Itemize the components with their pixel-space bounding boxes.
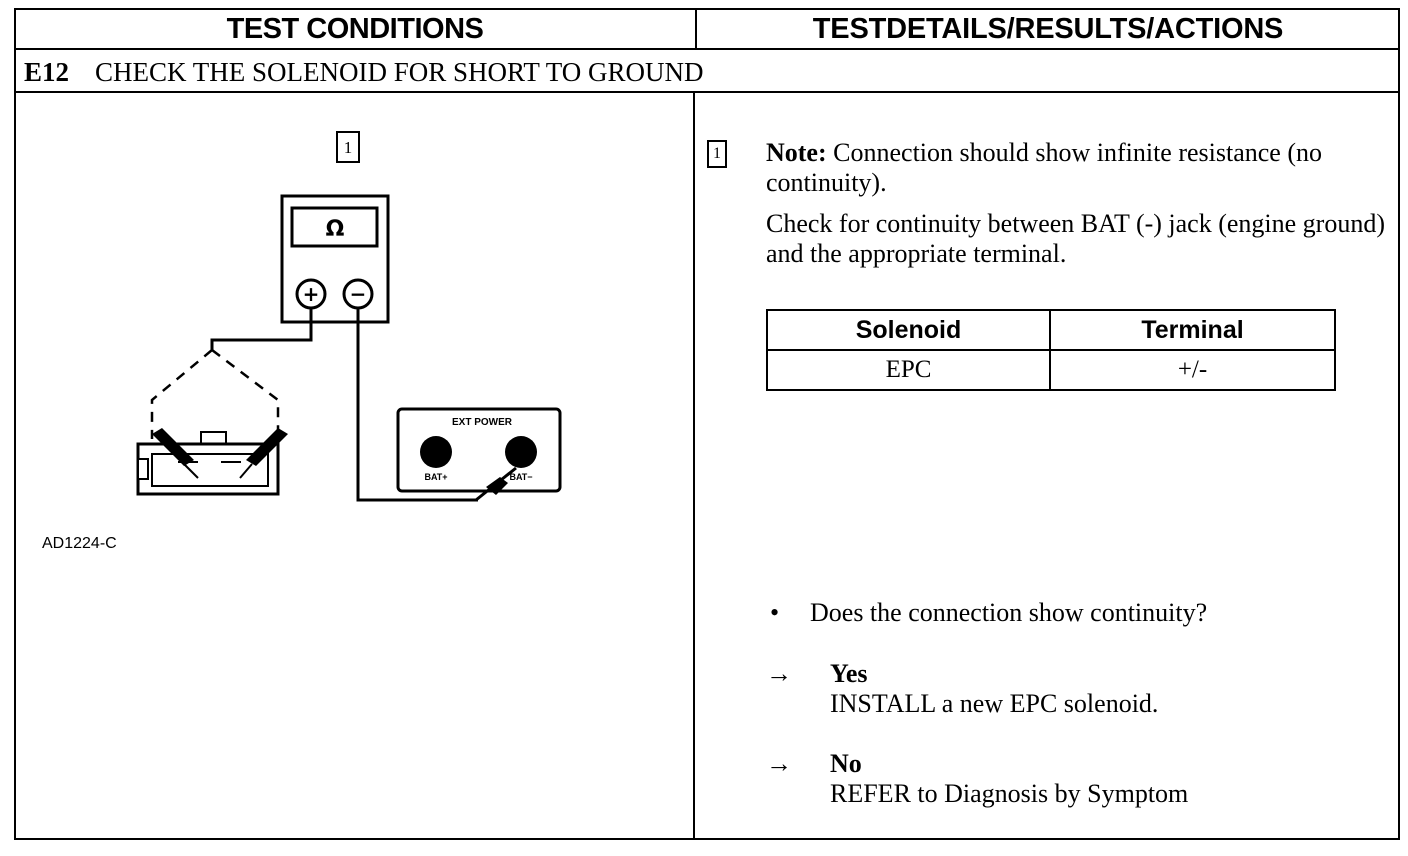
answer-no-action: REFER to Diagnosis by Symptom (830, 779, 1189, 808)
ohm-symbol: Ω (326, 217, 345, 242)
table-header-row: Solenoid Terminal (766, 309, 1336, 351)
solenoid-connector-icon (136, 428, 288, 496)
ext-power-unit-icon: EXT POWER BAT+ BAT− (396, 407, 562, 502)
details-step-marker: 1 (707, 140, 727, 168)
question-row: • Does the connection show continuity? (770, 597, 1207, 629)
answer-no-label: No (830, 749, 862, 778)
table-header-terminal: Terminal (1049, 309, 1336, 351)
note-text: Connection should show infinite resistan… (766, 138, 1322, 197)
solenoid-terminal-table: Solenoid Terminal EPC +/- (766, 309, 1336, 391)
instruction-text: Check for continuity between BAT (-) jac… (766, 209, 1385, 268)
jumper-dashed-leads (150, 349, 280, 439)
bullet-icon: • (770, 598, 780, 627)
plus-terminal-symbol: + (303, 282, 320, 306)
answer-no: → No REFER to Diagnosis by Symptom (766, 749, 1188, 809)
header-test-conditions: TEST CONDITIONS (226, 13, 484, 45)
answer-yes-action: INSTALL a new EPC solenoid. (830, 689, 1159, 718)
note-paragraph: Note: Connection should show infinite re… (766, 138, 1386, 198)
table-header-solenoid: Solenoid (766, 309, 1051, 351)
arrow-right-icon: → (766, 749, 792, 778)
question-text: Does the connection show continuity? (810, 598, 1208, 627)
diagram-step-marker: 1 (336, 131, 360, 163)
header-column-divider (695, 8, 697, 49)
svg-text:1: 1 (344, 138, 353, 157)
figure-id: AD1224-C (42, 535, 117, 552)
bat-plus-label: BAT+ (424, 472, 447, 482)
table-cell-solenoid: EPC (766, 349, 1051, 391)
ext-power-label: EXT POWER (452, 417, 513, 428)
minus-terminal-symbol: − (350, 282, 367, 306)
arrow-right-icon: → (766, 659, 792, 688)
step-code: E12 (24, 57, 70, 87)
answer-yes-label: Yes (830, 659, 868, 688)
body-column-divider (693, 91, 695, 840)
step-title: CHECK THE SOLENOID FOR SHORT TO GROUND (95, 57, 704, 87)
note-label: Note: (766, 138, 827, 167)
test-leads (210, 308, 478, 502)
table-cell-terminal: +/- (1049, 349, 1336, 391)
bat-minus-label: BAT− (509, 472, 532, 482)
answer-yes: → Yes INSTALL a new EPC solenoid. (766, 659, 1158, 719)
procedure-frame (14, 8, 1400, 840)
ohmmeter-icon: Ω + − (280, 194, 390, 324)
step-title-divider (14, 91, 1400, 93)
ohmmeter-wiring-diagram: 1 Ω + − EXT POWER BAT+ BA (136, 131, 562, 502)
step-title-row: E12 CHECK THE SOLENOID FOR SHORT TO GROUN… (24, 52, 703, 92)
table-row: EPC +/- (766, 349, 1336, 391)
header-test-details: TESTDETAILS/RESULTS/ACTIONS (812, 13, 1284, 45)
header-divider (14, 48, 1400, 50)
